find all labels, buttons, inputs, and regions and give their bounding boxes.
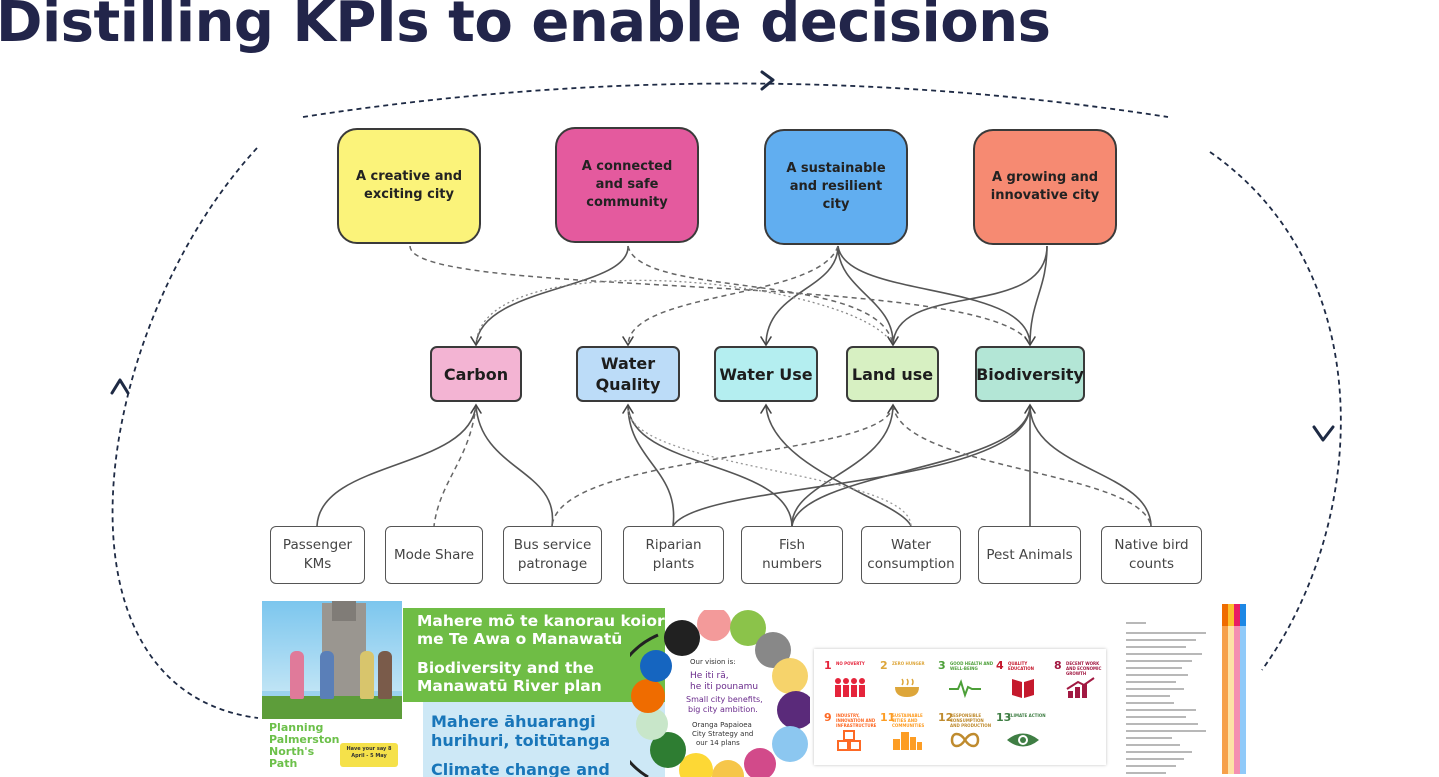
indicator-bus-patronage: Bus service patronage	[503, 526, 602, 584]
kpi-land-use: Land use	[846, 346, 939, 402]
cycle-top-arc	[302, 82, 1169, 118]
page-title: Distilling KPIs to enable decisions	[0, 0, 1051, 55]
cycle-right-arrow	[1312, 425, 1335, 442]
city-icon	[893, 732, 922, 750]
indicator-pest-animals: Pest Animals	[978, 526, 1081, 584]
cycle-left-arrow	[110, 378, 130, 395]
cubes-icon	[837, 730, 861, 751]
goal-connected-community: A connected and safe community	[555, 127, 699, 243]
sdg-4: 4 QUALITY EDUCATION	[996, 659, 1056, 705]
vision-wheel	[630, 610, 810, 777]
indicator-passenger-kms: Passenger KMs	[270, 526, 365, 584]
kpi-biodiversity: Biodiversity	[975, 346, 1085, 402]
goal-growing-city: A growing and innovative city	[973, 129, 1117, 245]
book-icon	[1012, 679, 1034, 698]
indicator-riparian-plants: Riparian plants	[623, 526, 724, 584]
sdg-3: 3 GOOD HEALTH AND WELL-BEING	[938, 659, 998, 705]
people-icon	[835, 678, 865, 697]
sdg-13: 13 CLIMATE ACTION	[996, 711, 1056, 757]
infinity-icon	[950, 732, 980, 748]
planning-title: Planning Palmerston North's Path	[269, 721, 340, 770]
kpi-water-use: Water Use	[714, 346, 818, 402]
goal-sustainable-city: A sustainable and resilient city	[764, 129, 908, 245]
sdg-9: 9 INDUSTRY, INNOVATION AND INFRASTRUCTUR…	[824, 711, 884, 757]
thumbnail-indicator-table	[1124, 602, 1254, 777]
thumbnail-biodiversity-plan: Mahere mō te kanorau koiora me Te Awa o …	[403, 608, 665, 777]
sdg-1: 1 NO POVERTY	[824, 659, 884, 705]
indicator-native-bird-counts: Native bird counts	[1101, 526, 1202, 584]
kpi-carbon: Carbon	[430, 346, 522, 402]
cycle-left-arc	[111, 147, 259, 719]
thumbnail-sdgs: 1 NO POVERTY 2 ZERO HUNGER 3 GOOD HEALTH…	[814, 649, 1106, 765]
sdg-2: 2 ZERO HUNGER	[880, 659, 940, 705]
kpi-water-quality: Water Quality	[576, 346, 680, 402]
growth-chart-icon	[1066, 677, 1095, 698]
eye-globe-icon	[1007, 733, 1039, 747]
indicator-mode-share: Mode Share	[385, 526, 483, 584]
indicator-fish-numbers: Fish numbers	[741, 526, 843, 584]
bowl-icon	[895, 678, 919, 697]
planning-badge: Have your say 8 April - 5 May	[340, 743, 398, 767]
heartbeat-icon	[949, 679, 981, 699]
cycle-top-arrow	[760, 70, 775, 91]
thumbnail-planning-cover: Planning Palmerston North's Path Have yo…	[262, 601, 402, 777]
indicator-water-consumption: Water consumption	[861, 526, 961, 584]
goal-creative-city: A creative and exciting city	[337, 128, 481, 244]
thumbnail-vision-wheel: Our vision is: He iti rā, he iti pounamu…	[630, 610, 810, 777]
sdg-8: 8 DECENT WORK AND ECONOMIC GROWTH	[1054, 659, 1106, 705]
sdg-11: 11 SUSTAINABLE CITIES AND COMMUNITIES	[880, 711, 940, 757]
cycle-right-arc	[1209, 151, 1342, 671]
sdg-12: 12 RESPONSIBLE CONSUMPTION AND PRODUCTIO…	[938, 711, 998, 757]
